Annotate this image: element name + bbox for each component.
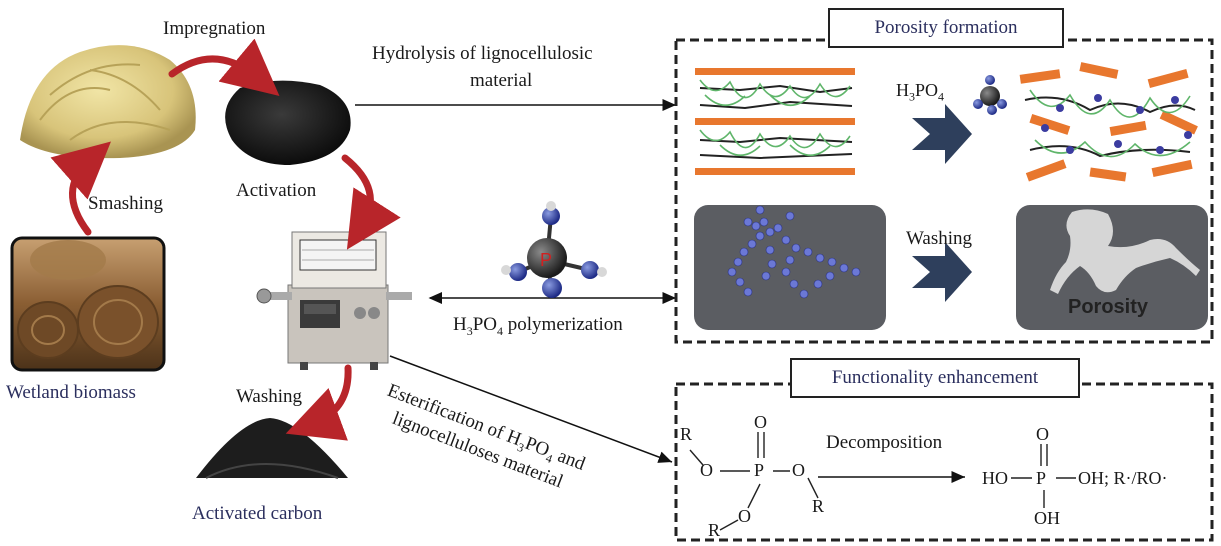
smashed-biomass-image (20, 45, 196, 159)
ester-r-bottom: R (708, 520, 721, 540)
label-hydrolysis-line2: material (470, 70, 533, 91)
ester-p: P (754, 460, 765, 480)
ester-r-top: R (680, 424, 693, 444)
svg-text:P: P (540, 250, 552, 270)
arrow-smashing (50, 141, 111, 236)
porosity-panel (1016, 205, 1208, 330)
acid-o-double: O (1036, 424, 1049, 444)
small-h3po4-molecule (973, 75, 1007, 115)
ester-r-right: R (812, 496, 825, 516)
label-wetland-biomass: Wetland biomass (6, 382, 136, 403)
big-arrow-washing (912, 242, 972, 302)
big-arrow-hydrolysis (912, 104, 972, 164)
label-decomposition: Decomposition (826, 432, 943, 453)
ester-o-double: O (754, 412, 767, 432)
tube-furnace-image (256, 231, 412, 370)
label-porosity: Porosity (1068, 296, 1149, 318)
lignocellulose-structure (695, 68, 855, 175)
arrow-activation (341, 154, 401, 250)
label-h3po4-reagent: H3PO4 (896, 80, 945, 104)
arrow-impregnation (168, 38, 280, 96)
polymerized-phosphate-panel (694, 205, 886, 330)
functionality-enhancement-title: Functionality enhancement (790, 358, 1080, 398)
activated-carbon-image (196, 418, 348, 479)
label-h3po4-polymerization: H3PO4 polymerization (453, 314, 623, 338)
acid-p: P (1036, 468, 1047, 488)
label-activated-carbon: Activated carbon (192, 503, 323, 524)
label-washing: Washing (236, 386, 303, 407)
acid-oh-bottom: OH (1034, 508, 1060, 528)
wetland-biomass-photo (10, 236, 166, 372)
arrow-washing (285, 364, 352, 441)
ester-o-bottom: O (738, 506, 751, 526)
label-activation: Activation (236, 180, 317, 201)
h3po4-molecule-model: P (501, 201, 607, 298)
porosity-formation-title: Porosity formation (828, 8, 1064, 48)
label-smashing: Smashing (88, 193, 163, 214)
label-washing-step: Washing (906, 228, 973, 249)
label-hydrolysis-line1: Hydrolysis of lignocellulosic (372, 43, 593, 64)
arrow-esterification (389, 355, 673, 463)
acid-products: OH; R·/RO· (1078, 468, 1168, 488)
label-impregnation: Impregnation (163, 18, 266, 39)
impregnated-material-image (225, 80, 351, 165)
ester-o-right: O (792, 460, 805, 480)
ester-o-left: O (700, 460, 713, 480)
hydrolyzed-structure (1019, 62, 1198, 182)
acid-ho: HO (982, 468, 1008, 488)
